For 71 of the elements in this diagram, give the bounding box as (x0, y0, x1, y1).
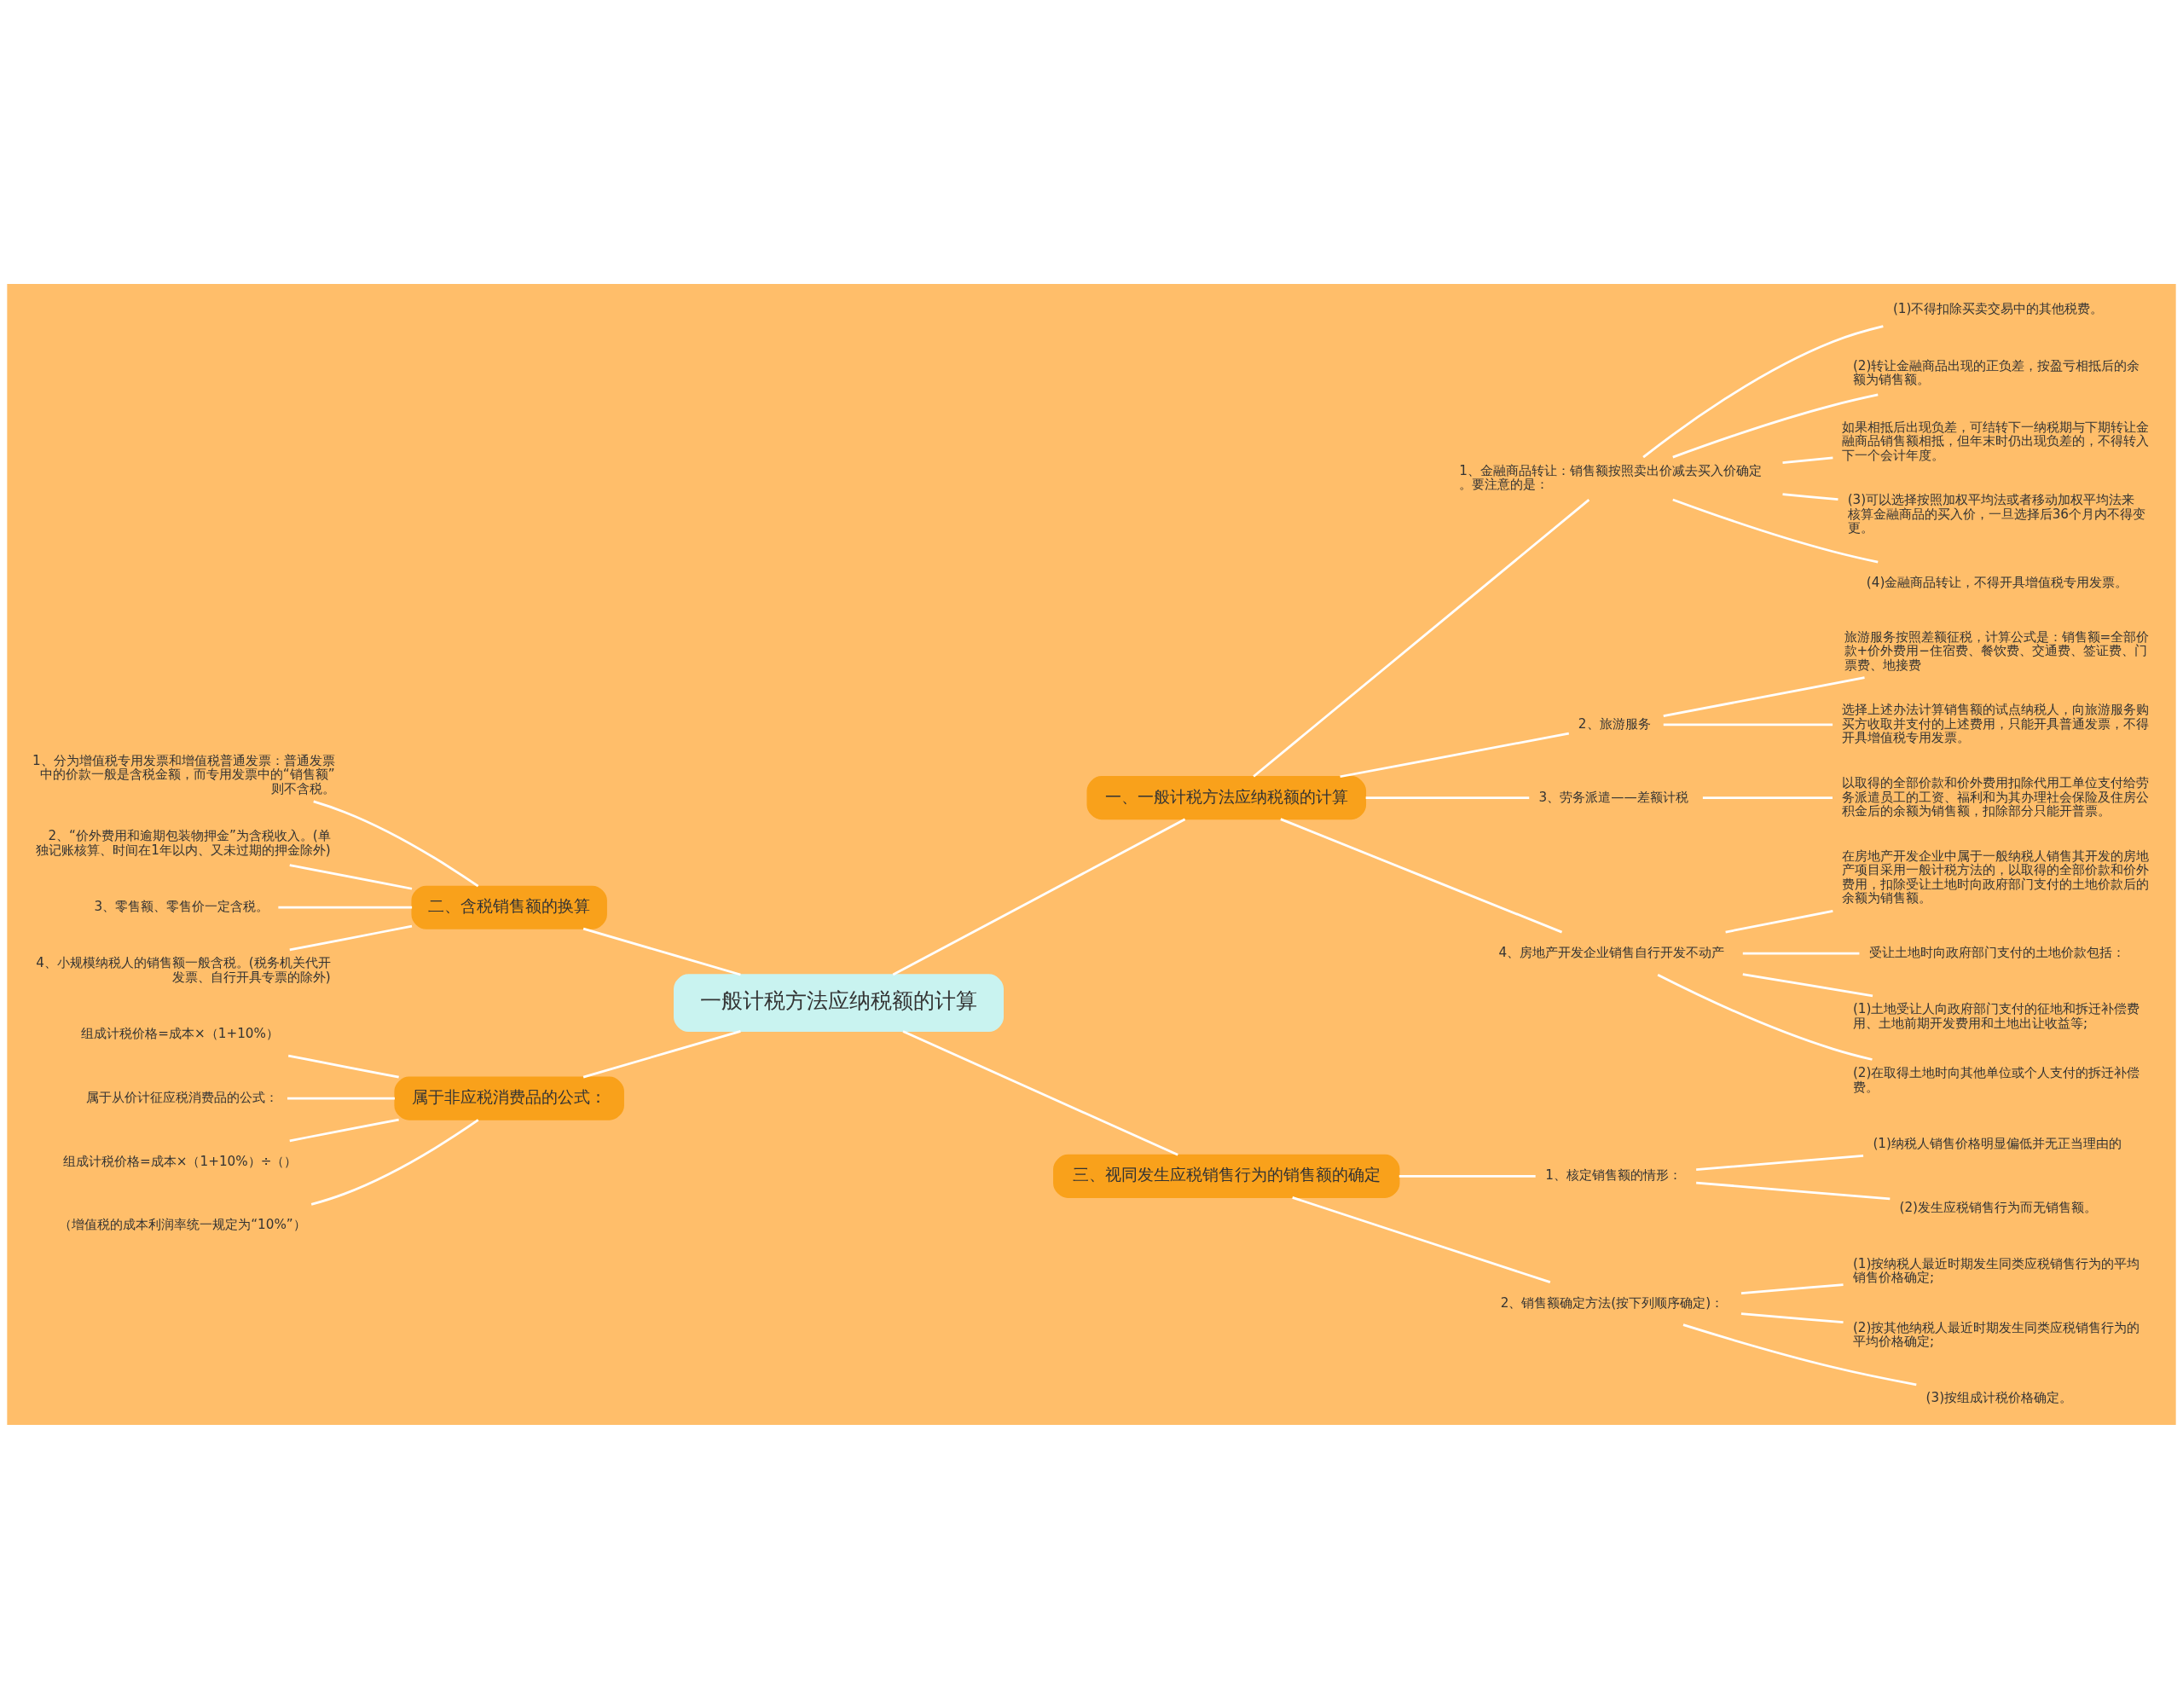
connector (582, 927, 741, 976)
node-text: 属于从价计征应税消费品的公式： (85, 1089, 278, 1105)
connector (310, 1118, 479, 1206)
node-text: （增值税的成本利润率统一规定为“10%”） (59, 1216, 306, 1232)
node-text: 在房地产开发企业中属于一般纳税人销售其开发的房地产项目采用一般计税方法的，以取得的全部价款和价外费用，扣除受让土地时向政府部门支付的土地价款后的余额为销售额。 (1842, 848, 2150, 906)
node-text: 选择上述办法计算销售额的试点纳税人，向旅游服务购买方收取并支付的上述费用，只能开具普通发票，不得开具增值税专用发票。 (1842, 701, 2150, 745)
connector (1696, 1181, 1891, 1200)
node-text: 组成计税价格=成本×（1+10%）÷（） (63, 1153, 298, 1169)
connector (1782, 492, 1838, 501)
node-text: 3、劳务派遣——差额计税 (1538, 789, 1688, 805)
connector (1280, 817, 1563, 933)
connector (1663, 723, 1833, 726)
node-text: (3)可以选择按照加权平均法或者移动加权平均法来核算金融商品的买入价，一旦选择后36个月内不得变更。 (1847, 491, 2146, 536)
node-text: (4)金融商品转让，不得开具增值税专用发票。 (1866, 574, 2128, 590)
connector (1253, 498, 1590, 778)
node-text: 旅游服务按照差额征税，计算公式是：销售额=全部价款+价外费用−住宿费、餐饮费、交通费、签证费、门票费、地接费 (1844, 628, 2150, 673)
node-text: (3)按组成计税价格确定。 (1925, 1389, 2073, 1405)
node-text: 以取得的全部价款和价外费用扣除代用工单位支付给劳务派遣员工的工资、福利和为其办理社会保险及住房公积金后的余额为销售额，扣除部分只能开普票。 (1842, 774, 2150, 819)
connector (1642, 324, 1884, 458)
connector (1672, 498, 1879, 564)
node-text: (1)不得扣除买卖交易中的其他税费。 (1892, 300, 2104, 316)
connector (1398, 1174, 1536, 1178)
connector (1782, 456, 1833, 464)
connector (1740, 1282, 1844, 1294)
node-text: 4、小规模纳税人的销售额一般含税。(税务机关代开发票、自行开具专票的除外) (36, 954, 331, 985)
connector (1696, 1154, 1864, 1171)
connector (289, 924, 413, 951)
connector (892, 818, 1186, 976)
connector (289, 1118, 399, 1142)
node-text: (2)转让金融商品出现的正负差，按盈亏相抵后的余额为销售额。 (1852, 357, 2140, 387)
node-text: 2、“价外费用和逾期包装物押金”为含税收入。(单独记账核算、时间在1年以内、又未过期的押金除外) (36, 827, 331, 858)
node-text: 2、销售额确定方法(按下列顺序确定)： (1500, 1294, 1724, 1310)
node-text: 3、零售额、零售价一定含税。 (94, 898, 269, 914)
node-text: (2)在取得土地时向其他单位或个人支付的拆迁补偿费。 (1852, 1064, 2140, 1095)
connector (287, 1097, 395, 1099)
connector (1682, 1323, 1917, 1386)
connector (1340, 732, 1570, 778)
connector (902, 1029, 1178, 1156)
node-box: 一般计税方法应纳税额的计算 (674, 973, 1004, 1032)
node-box: 二、含税销售额的换算 (411, 885, 607, 929)
node-text: 组成计税价格=成本×（1+10%） (81, 1025, 279, 1041)
node-text: (1)纳税人销售价格明显偏低并无正当理由的 (1873, 1135, 2122, 1151)
connector (313, 800, 479, 887)
node-box: 三、视同发生应税销售行为的销售额的确定 (1053, 1154, 1400, 1198)
node-text: 4、房地产开发企业销售自行开发不动产 (1498, 944, 1725, 960)
connector (1657, 973, 1873, 1061)
connector (1292, 1196, 1551, 1283)
node-box: 属于非应税消费品的公式： (394, 1076, 624, 1120)
connector (1740, 1311, 1844, 1323)
connector (1365, 796, 1530, 799)
node-text: 2、旅游服务 (1578, 715, 1651, 732)
node-text: (1)按纳税人最近时期发生同类应税销售行为的平均销售价格确定; (1852, 1255, 2140, 1285)
node-text: 1、金融商品转让：销售额按照卖出价减去买入价确定。要注意的是： (1459, 462, 1762, 492)
connector (1672, 393, 1879, 458)
connector (287, 1054, 399, 1079)
node-text: 如果相抵后出现负差，可结转下一纳税期与下期转让金融商品销售额相抵，但年末时仍出现负差的，不得转入下一个会计年度。 (1842, 419, 2150, 463)
node-box: 一、一般计税方法应纳税额的计算 (1086, 775, 1367, 819)
connector (289, 863, 413, 890)
node-text: 1、核定销售额的情形： (1545, 1167, 1682, 1183)
connector (1702, 796, 1833, 799)
connector (1663, 675, 1865, 717)
node-text: 1、分为增值税专用发票和增值税普通发票：普通发票中的价款一般是含税金额，而专用发票中的“销售额”则不含税。 (32, 752, 335, 796)
node-text: (1)土地受让人向政府部门支付的征地和拆迁补偿费用、土地前期开发费用和土地出让收益等; (1852, 1000, 2140, 1031)
node-text: (2)发生应税销售行为而无销售额。 (1899, 1199, 2098, 1215)
connector (1742, 952, 1860, 954)
connector (1725, 909, 1833, 933)
node-text: 受让土地时向政府部门支付的土地价款包括： (1868, 944, 2125, 960)
connector (1742, 972, 1873, 997)
connector (582, 1029, 741, 1078)
node-text: (2)按其他纳税人最近时期发生同类应税销售行为的平均价格确定; (1852, 1319, 2140, 1349)
connector (278, 906, 413, 909)
